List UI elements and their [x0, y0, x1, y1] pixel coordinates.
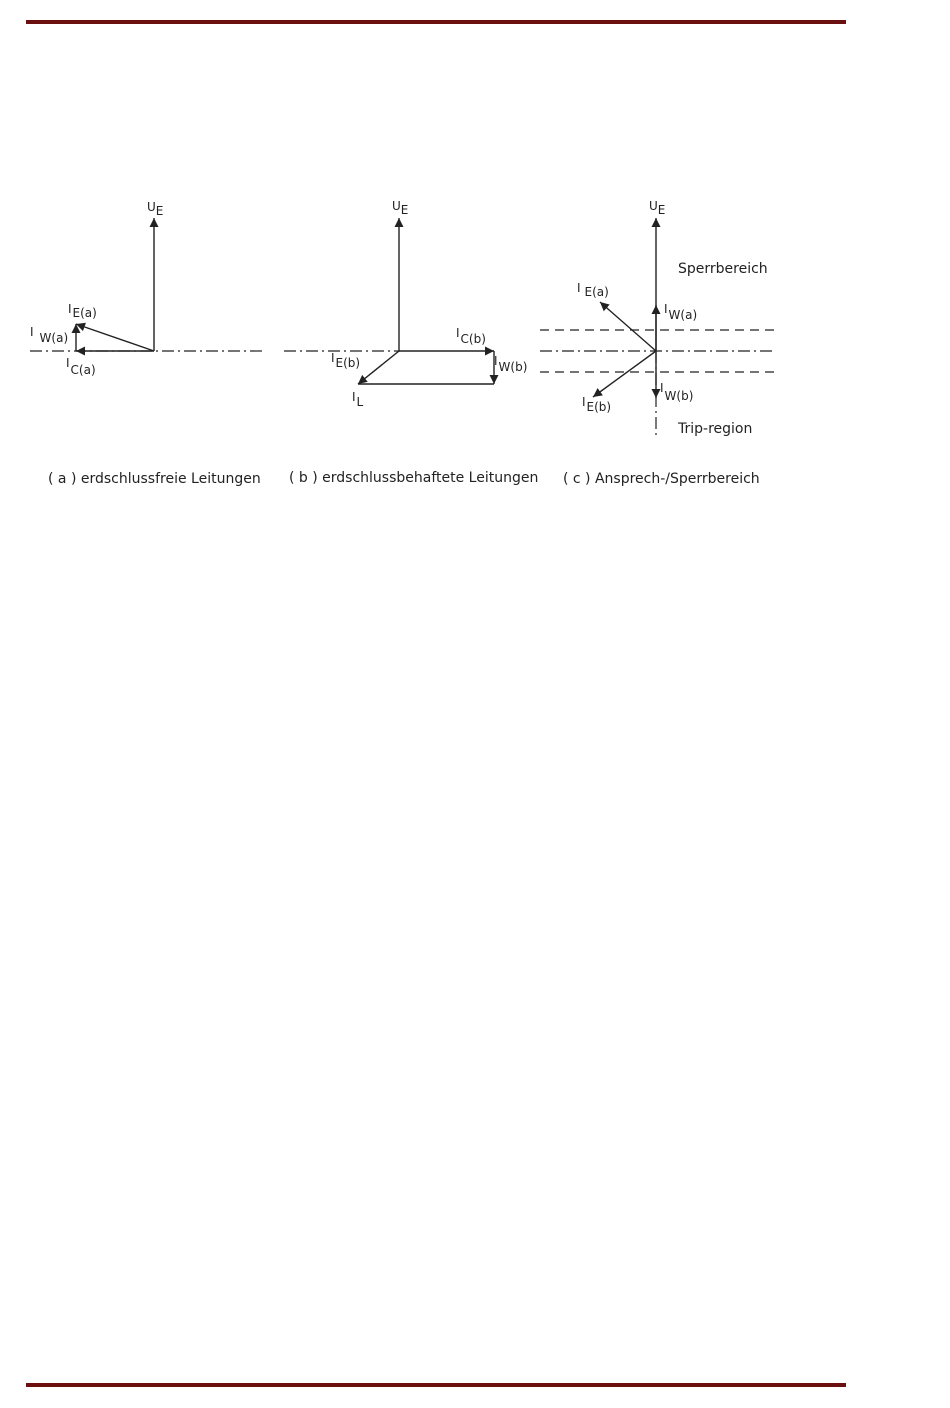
il-arrow-b: [358, 351, 399, 384]
ie-b-arrow-c: [593, 351, 656, 397]
il-label-b: IL: [352, 390, 364, 409]
region-top-label: Sperrbereich: [678, 261, 768, 277]
ie-label-b: IE(b): [331, 351, 360, 370]
iw-label-b: IW(b): [494, 354, 527, 374]
ue-label-b: UE: [392, 199, 408, 217]
ie-arrow-a: [76, 324, 154, 351]
ie-a-arrow-c: [600, 302, 656, 351]
iw-b-label-c: IW(b): [660, 381, 693, 403]
caption-c: ( c ) Ansprech-/Sperrbereich: [563, 471, 760, 487]
ue-label-c: UE: [649, 199, 665, 217]
panel-b: UE IC(b) IE(b) IW(b) IL ( b ) erdschluss…: [284, 199, 538, 486]
caption-b: ( b ) erdschlussbehaftete Leitungen: [289, 470, 538, 486]
iw-a-label-c: IW(a): [664, 302, 697, 322]
region-bottom-label: Trip-region: [677, 421, 752, 437]
ie-label-a: IE(a): [68, 302, 97, 320]
ue-label-a: UE: [147, 200, 163, 218]
ic-label-a: IC(a): [66, 356, 96, 377]
caption-a: ( a ) erdschlussfreie Leitungen: [48, 471, 261, 487]
ie-b-label-c: IE(b): [582, 395, 611, 414]
ic-label-b: IC(b): [456, 326, 486, 346]
